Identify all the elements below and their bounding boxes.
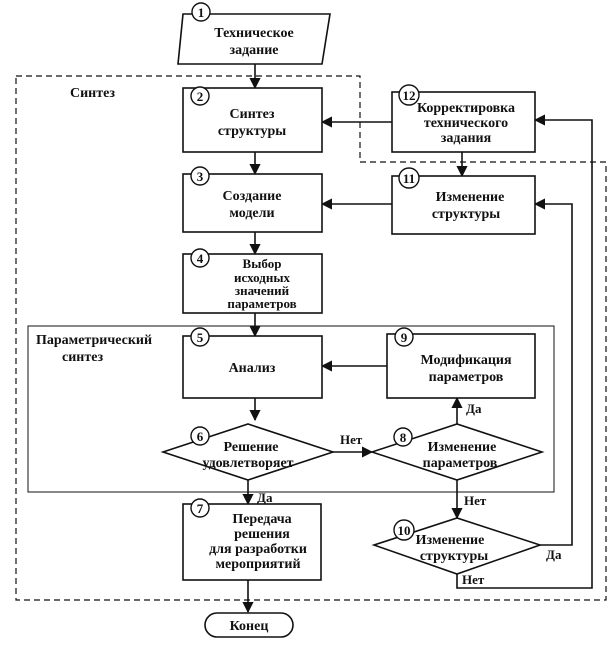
number-badge: 12: [398, 84, 420, 106]
svg-text:параметров: параметров: [423, 456, 498, 471]
number-badge: 8: [393, 427, 413, 447]
svg-text:Изменение: Изменение: [428, 440, 497, 455]
block-parameter-modification: Модификация параметров 9: [386, 327, 536, 399]
number-badge: 11: [398, 167, 420, 189]
edge-10-12: [456, 114, 593, 589]
number-badge: 3: [190, 166, 210, 186]
svg-text:Анализ: Анализ: [229, 361, 276, 376]
number-badge: 2: [190, 86, 210, 106]
edge-label-10-no: Нет: [462, 572, 485, 587]
svg-text:Модификация: Модификация: [420, 353, 512, 368]
number-badge: 9: [394, 327, 414, 347]
svg-text:5: 5: [197, 330, 204, 345]
svg-text:Выбор: Выбор: [243, 256, 282, 271]
svg-text:Синтез: Синтез: [230, 107, 275, 122]
svg-text:удовлетворяет: удовлетворяет: [202, 456, 293, 471]
edge-label-8-no: Нет: [464, 493, 487, 508]
svg-text:2: 2: [197, 89, 204, 104]
svg-text:параметров: параметров: [227, 296, 296, 311]
synthesis-region-label: Синтез: [70, 86, 115, 101]
svg-text:1: 1: [198, 5, 205, 20]
edge-10-11: [533, 198, 573, 546]
svg-text:исходных: исходных: [234, 270, 290, 285]
svg-text:Создание: Создание: [223, 189, 282, 204]
svg-text:значений: значений: [235, 283, 290, 298]
svg-text:решения: решения: [234, 527, 290, 542]
svg-text:Конец: Конец: [230, 619, 269, 634]
parametric-region-label-1: Параметрический: [36, 333, 152, 348]
svg-text:структуры: структуры: [420, 549, 488, 564]
number-badge: 1: [191, 2, 211, 22]
parametric-region: [27, 325, 555, 493]
svg-text:параметров: параметров: [429, 370, 504, 385]
block-structure-synthesis: Синтез структуры 2: [182, 86, 323, 153]
svg-text:модели: модели: [229, 206, 274, 221]
edge-label-10-yes: Да: [546, 547, 562, 562]
svg-text:Корректировка: Корректировка: [417, 101, 515, 116]
svg-text:12: 12: [403, 88, 416, 103]
svg-text:11: 11: [403, 171, 415, 186]
decision-change-structure: Изменение структуры 10: [371, 517, 543, 575]
edge-label-6-yes: Да: [257, 490, 273, 505]
svg-text:3: 3: [197, 169, 204, 184]
svg-text:Изменение: Изменение: [436, 190, 505, 205]
block-transfer-solution: Передача решения для разработки мероприя…: [182, 498, 322, 581]
svg-text:4: 4: [197, 251, 204, 266]
number-badge: 6: [190, 426, 210, 446]
svg-text:задания: задания: [441, 131, 492, 146]
svg-text:9: 9: [401, 330, 408, 345]
svg-text:структуры: структуры: [218, 124, 286, 139]
svg-text:Изменение: Изменение: [416, 533, 485, 548]
svg-text:Решение: Решение: [224, 440, 279, 455]
number-badge: 5: [190, 327, 210, 347]
svg-text:структуры: структуры: [432, 207, 500, 222]
block-task-correction: Корректировка технического задания 12: [391, 84, 536, 153]
terminator-end: Конец: [204, 612, 294, 638]
svg-text:для разработки: для разработки: [209, 542, 307, 557]
number-badge: 4: [190, 248, 210, 268]
svg-text:7: 7: [197, 501, 204, 516]
block-technical-task: Техническое задание 1: [177, 2, 331, 65]
parametric-region-label-2: синтез: [62, 350, 103, 365]
number-badge: 7: [190, 498, 210, 518]
edge-label-8-yes: Да: [466, 401, 482, 416]
synthesis-region: [15, 75, 607, 601]
block-model-creation: Создание модели 3: [182, 166, 323, 233]
block-structure-change: Изменение структуры 11: [391, 167, 536, 235]
svg-text:мероприятий: мероприятий: [215, 557, 300, 572]
block-initial-values: Выбор исходных значений параметров 4: [182, 248, 323, 314]
svg-text:6: 6: [197, 429, 204, 444]
svg-text:технического: технического: [424, 116, 508, 131]
decision-solution-satisfies: Решение удовлетворяет 6: [160, 423, 336, 481]
edge-label-6-no: Нет: [340, 432, 363, 447]
svg-text:задание: задание: [229, 43, 278, 58]
svg-text:Передача: Передача: [232, 512, 291, 527]
number-badge: 10: [393, 519, 415, 541]
svg-text:Техническое: Техническое: [214, 26, 293, 41]
decision-change-parameters: Изменение параметров 8: [369, 423, 545, 481]
svg-text:10: 10: [398, 523, 411, 538]
block-analysis: Анализ 5: [182, 327, 323, 399]
svg-text:8: 8: [400, 430, 407, 445]
